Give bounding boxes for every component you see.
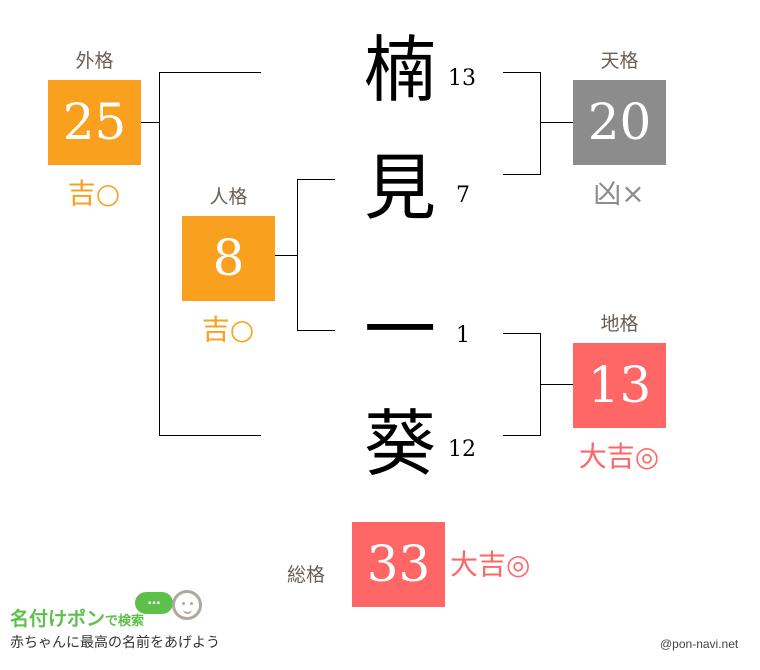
stroke-count-2: 7 [456, 183, 470, 208]
connector-line [159, 72, 160, 436]
name-char-4: 葵 [363, 402, 436, 486]
tenkaku-label: 天格 [600, 50, 639, 72]
brand-logo[interactable]: 名付けポンで検索 [10, 604, 144, 631]
name-char-2: 見 [363, 146, 436, 230]
connector-line [141, 122, 159, 123]
connector-line [503, 435, 541, 436]
connector-line [503, 174, 541, 175]
chikaku-value-box: 13 [573, 343, 666, 428]
connector-line [503, 72, 541, 73]
name-char-1: 楠 [363, 28, 436, 112]
soukaku-verdict: 大吉◎ [450, 548, 531, 581]
jinkaku-label: 人格 [209, 186, 248, 208]
connector-line [275, 255, 297, 256]
gaikaku-verdict: 吉○ [67, 177, 121, 210]
connector-line [297, 179, 298, 330]
connector-line [297, 330, 335, 331]
connector-line [540, 72, 541, 175]
stroke-count-1: 13 [448, 66, 476, 91]
name-char-3: 一 [363, 288, 436, 372]
jinkaku-verdict: 吉○ [201, 313, 255, 346]
jinkaku-value-box: 8 [182, 216, 275, 301]
tenkaku-value-box: 20 [573, 80, 666, 165]
tenkaku-verdict: 凶× [593, 177, 645, 210]
stroke-count-4: 12 [448, 437, 476, 462]
soukaku-label: 総格 [286, 564, 325, 586]
connector-line [540, 384, 573, 385]
chikaku-verdict: 大吉◎ [578, 440, 660, 473]
connector-line [159, 435, 261, 436]
brand-suffix: で検索 [105, 614, 145, 629]
stroke-count-3: 1 [456, 323, 470, 348]
site-credit: @pon-navi.net [660, 637, 739, 651]
connector-line [159, 72, 261, 73]
gaikaku-label: 外格 [75, 50, 114, 72]
connector-line [297, 179, 335, 180]
brand-name: 名付けポン [10, 608, 106, 630]
connector-line [540, 122, 573, 123]
soukaku-value-box: 33 [352, 522, 445, 607]
connector-line [503, 333, 541, 334]
baby-face-icon [172, 590, 202, 620]
speech-bubble-icon: … [135, 592, 173, 614]
brand-tagline: 赤ちゃんに最高の名前をあげよう [10, 635, 220, 651]
chikaku-label: 地格 [600, 313, 639, 335]
gaikaku-value-box: 25 [48, 80, 141, 165]
